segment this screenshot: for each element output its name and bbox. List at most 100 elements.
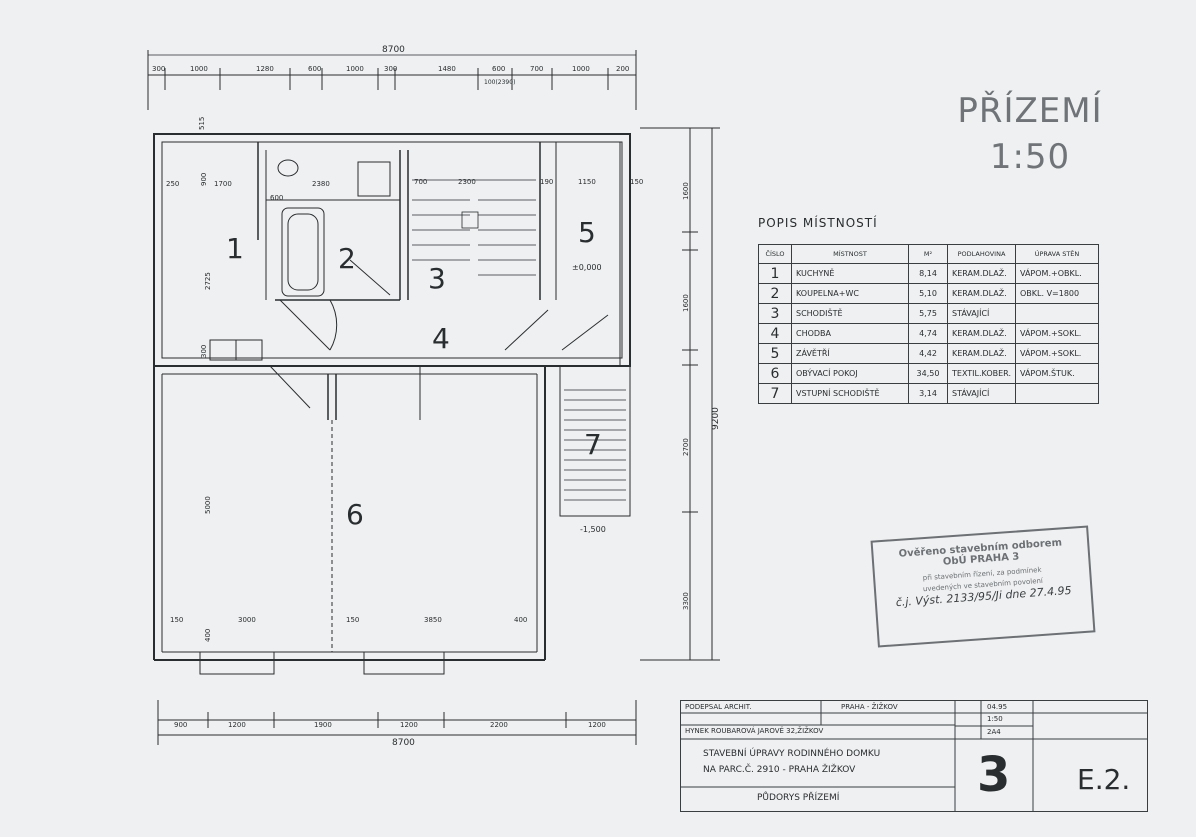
sheet-title: PŘÍZEMÍ 1:50 [930, 88, 1130, 180]
table-row: 2 KOUPELNA+WC 5,10 KERAM.DLAŽ. OBKL. V=1… [758, 283, 1099, 304]
dim-room6-height: 5000 [204, 496, 212, 514]
table-row: 7 VSTUPNÍ SCHODIŠTĚ 3,14 STÁVAJÍCÍ [758, 383, 1099, 404]
dim-porch-right: 150 [630, 178, 643, 186]
row-area: 8,14 [908, 263, 948, 284]
table-row: 5 ZÁVĚTŘÍ 4,42 KERAM.DLAŽ. VÁPOM.+SOKL. [758, 343, 1099, 364]
dim-wc-width: 2380 [312, 180, 330, 188]
dim-right-3: 2700 [682, 438, 690, 456]
row-no: 7 [758, 383, 792, 404]
row-area: 4,42 [908, 343, 948, 364]
dim-sink: 300 [200, 345, 208, 358]
row-area: 3,14 [908, 383, 948, 404]
dim-stair-width: 2300 [458, 178, 476, 186]
legend-header-floor: PODLAHOVINA [947, 244, 1016, 264]
legend-header-wall: ÚPRAVA STĚN [1015, 244, 1099, 264]
row-floor: STÁVAJÍCÍ [947, 303, 1016, 324]
row-area: 5,75 [908, 303, 948, 324]
tb-designer-label: PODEPSAL [685, 703, 723, 711]
tb-designer: PODEPSAL ARCHIT. [685, 703, 751, 711]
row-area: 34,50 [908, 363, 948, 384]
scale-label: 1:50 [989, 137, 1071, 177]
room-2-number: 2 [338, 242, 356, 275]
row-wall [1015, 303, 1099, 324]
dim-kitchen-width: 1700 [214, 180, 232, 188]
dim-top-11: 200 [616, 65, 629, 73]
dim-right-1: 1600 [682, 182, 690, 200]
dim-top-5: 1000 [346, 65, 364, 73]
row-name: ZÁVĚTŘÍ [791, 343, 909, 364]
dim-right-total: 9200 [711, 407, 721, 430]
room-6-number: 6 [346, 498, 364, 531]
dim-bottom-6: 1200 [588, 721, 606, 729]
row-no: 5 [758, 343, 792, 364]
tb-project-line-2: NA PARC.Č. 2910 - PRAHA ŽIŽKOV [703, 765, 856, 775]
dim-kitchen-height: 2725 [204, 272, 212, 290]
room-1-number: 1 [226, 232, 244, 265]
dim-bottom-1: 900 [174, 721, 187, 729]
dim-top-1: 300 [152, 65, 165, 73]
porch-level: ±0,000 [572, 263, 602, 272]
row-name: CHODBA [791, 323, 909, 344]
legend-header-row: ČÍSLO MÍSTNOST M² PODLAHOVINA ÚPRAVA STĚ… [758, 244, 1099, 264]
tb-designer-value: ARCHIT. [724, 703, 752, 711]
table-row: 6 OBÝVACÍ POKOJ 34,50 TEXTIL.KOBER. VÁPO… [758, 363, 1099, 384]
legend-title: POPIS MÍSTNOSTÍ [758, 216, 878, 230]
dim-stair-left: 700 [414, 178, 427, 186]
dim-top-sub: 100(2390) [484, 79, 515, 86]
dim-top-3: 1280 [256, 65, 274, 73]
row-name: OBÝVACÍ POKOJ [791, 363, 909, 384]
row-no: 2 [758, 283, 792, 304]
table-row: 4 CHODBA 4,74 KERAM.DLAŽ. VÁPOM.+SOKL. [758, 323, 1099, 344]
room-legend-table: ČÍSLO MÍSTNOST M² PODLAHOVINA ÚPRAVA STĚ… [758, 244, 1099, 404]
dim-room6-mid: 150 [346, 616, 359, 624]
row-floor: KERAM.DLAŽ. [947, 323, 1016, 344]
row-wall: VÁPOM.+OBKL. [1015, 263, 1099, 284]
dim-stair-right: 190 [540, 178, 553, 186]
dim-top-4: 600 [308, 65, 321, 73]
dim-porch-width: 1150 [578, 178, 596, 186]
row-name: KOUPELNA+WC [791, 283, 909, 304]
dim-wc-small: 600 [270, 194, 283, 202]
dim-bottom-3: 1900 [314, 721, 332, 729]
dim-right-2: 1600 [682, 294, 690, 312]
dim-bottom-5: 2200 [490, 721, 508, 729]
row-floor: KERAM.DLAŽ. [947, 263, 1016, 284]
row-area: 5,10 [908, 283, 948, 304]
row-no: 4 [758, 323, 792, 344]
row-name: KUCHYNĚ [791, 263, 909, 284]
row-no: 6 [758, 363, 792, 384]
dim-right-4: 3300 [682, 592, 690, 610]
tb-drawing-code: E.2. [1077, 763, 1131, 796]
dim-top-10: 1000 [572, 65, 590, 73]
tb-format: 2A4 [987, 728, 1001, 736]
legend-header-area: M² [908, 244, 948, 264]
legend-header-room: MÍSTNOST [791, 244, 909, 264]
dim-left-small: 900 [200, 173, 208, 186]
floor-name: PŘÍZEMÍ [957, 91, 1103, 131]
dim-bottom-2: 1200 [228, 721, 246, 729]
row-floor: KERAM.DLAŽ. [947, 343, 1016, 364]
dim-top-total: 8700 [382, 45, 405, 55]
dim-room6-bottom: 400 [204, 629, 212, 642]
dim-top-8: 600 [492, 65, 505, 73]
dim-top-7: 1480 [438, 65, 456, 73]
row-wall: VÁPOM.+SOKL. [1015, 323, 1099, 344]
row-name: VSTUPNÍ SCHODIŠTĚ [791, 383, 909, 404]
dim-top-small: 515 [198, 117, 206, 130]
dim-top-9: 700 [530, 65, 543, 73]
row-floor: STÁVAJÍCÍ [947, 383, 1016, 404]
row-wall: OBKL. V=1800 [1015, 283, 1099, 304]
row-wall [1015, 383, 1099, 404]
row-wall: VÁPOM.+SOKL. [1015, 343, 1099, 364]
room-5-number: 5 [578, 216, 596, 249]
row-name: SCHODIŠTĚ [791, 303, 909, 324]
row-area: 4,74 [908, 323, 948, 344]
title-block: PODEPSAL ARCHIT. PRAHA - ŽIŽKOV 04.95 HY… [680, 700, 1148, 812]
row-floor: TEXTIL.KOBER. [947, 363, 1016, 384]
tb-investor-address: JAROVĚ 32,ŽIŽKOV [757, 727, 824, 735]
tb-scale: 1:50 [987, 715, 1003, 723]
dim-room6-right: 400 [514, 616, 527, 624]
dim-room6-right-width: 3850 [424, 616, 442, 624]
